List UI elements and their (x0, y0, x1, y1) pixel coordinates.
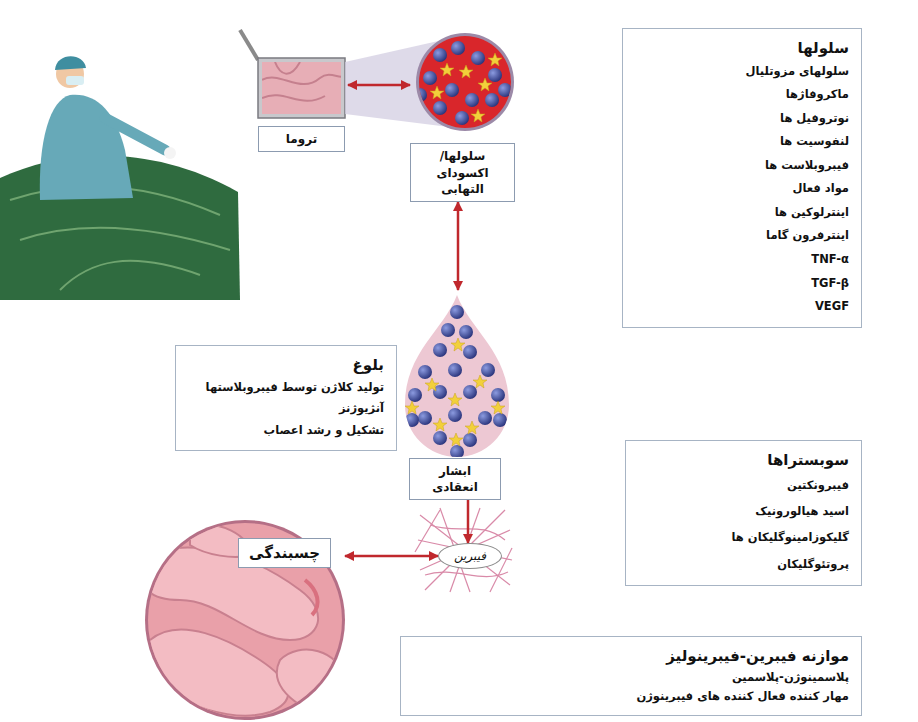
list-item: لنفوسیت ها (635, 130, 849, 154)
node-label: چسبندگی (238, 538, 331, 568)
list-item: فیبرونکتین (638, 472, 849, 498)
list-item: TGF-β (635, 272, 849, 296)
surgeon-illustration (0, 56, 240, 300)
adhesion-circle: چسبندگی (145, 520, 345, 720)
box-heading: سوبستراها (638, 449, 849, 472)
list-item: مواد فعال (635, 177, 849, 201)
list-item: تولید کلاژن توسط فیبروبلاستها (188, 377, 384, 399)
arrow-connector (345, 555, 438, 558)
node-label: سلولها/اکسودای التهابی (410, 143, 515, 202)
list-item: اینترفرون گاما (635, 224, 849, 248)
fibrinolysis-balance-box: موازنه فیبرین-فیبرینولیزپلاسمینوژن-پلاسم… (400, 636, 862, 716)
list-item: تشکیل و رشد اعصاب (188, 420, 384, 442)
box-heading: سلولها (635, 37, 849, 60)
node-label: ابشار انعقادی (409, 458, 501, 500)
box-heading: بلوغ (188, 354, 384, 377)
list-item: اینترلوکین ها (635, 201, 849, 225)
cells-list-box: سلولهاسلولهای مزوتلیالماکروفاژهانوتروفیل… (622, 28, 862, 328)
intestine-illustration (140, 520, 346, 720)
list-item: فیبروبلاست ها (635, 154, 849, 178)
fibrin-mesh (415, 508, 512, 592)
list-item: VEGF (635, 295, 849, 319)
inflammatory-exudate-box: سلولها/اکسودای التهابی (410, 35, 515, 202)
arrow-connector (348, 84, 410, 87)
list-item: نوتروفیل ها (635, 107, 849, 131)
arrow-connector (457, 202, 460, 290)
coagulation-cascade-box: ابشار انعقادی (405, 290, 505, 500)
list-item: اسید هیالورونیک (638, 498, 849, 524)
trauma-box: تروما (255, 55, 348, 152)
maturation-box: بلوغتولید کلاژن توسط فیبروبلاستهاآنژیوژن… (175, 345, 397, 451)
list-item: TNF-α (635, 248, 849, 272)
monitor-illustration (240, 30, 345, 118)
node-label: فیبرین (454, 549, 486, 563)
node-label: تروما (258, 126, 345, 152)
list-item: آنژیوژنز (188, 398, 384, 420)
arrow-connector (467, 500, 470, 543)
cell-circle-illustration (413, 33, 514, 131)
list-item: مهار کننده فعال کننده های فیبرینوژن (413, 687, 849, 707)
list-item: پروتئوگلیکان (638, 551, 849, 577)
fibrin-oval: فیبرین (438, 543, 502, 569)
substrates-box: سوبستراهافیبرونکتیناسید هیالورونیکگلیکوز… (625, 440, 862, 586)
drop-illustration (405, 295, 509, 459)
list-item: سلولهای مزوتلیال (635, 60, 849, 84)
box-heading: موازنه فیبرین-فیبرینولیز (413, 645, 849, 668)
list-item: پلاسمینوژن-پلاسمین (413, 668, 849, 688)
list-item: ماکروفاژها (635, 83, 849, 107)
list-item: گلیکوزامینوگلیکان ها (638, 524, 849, 550)
